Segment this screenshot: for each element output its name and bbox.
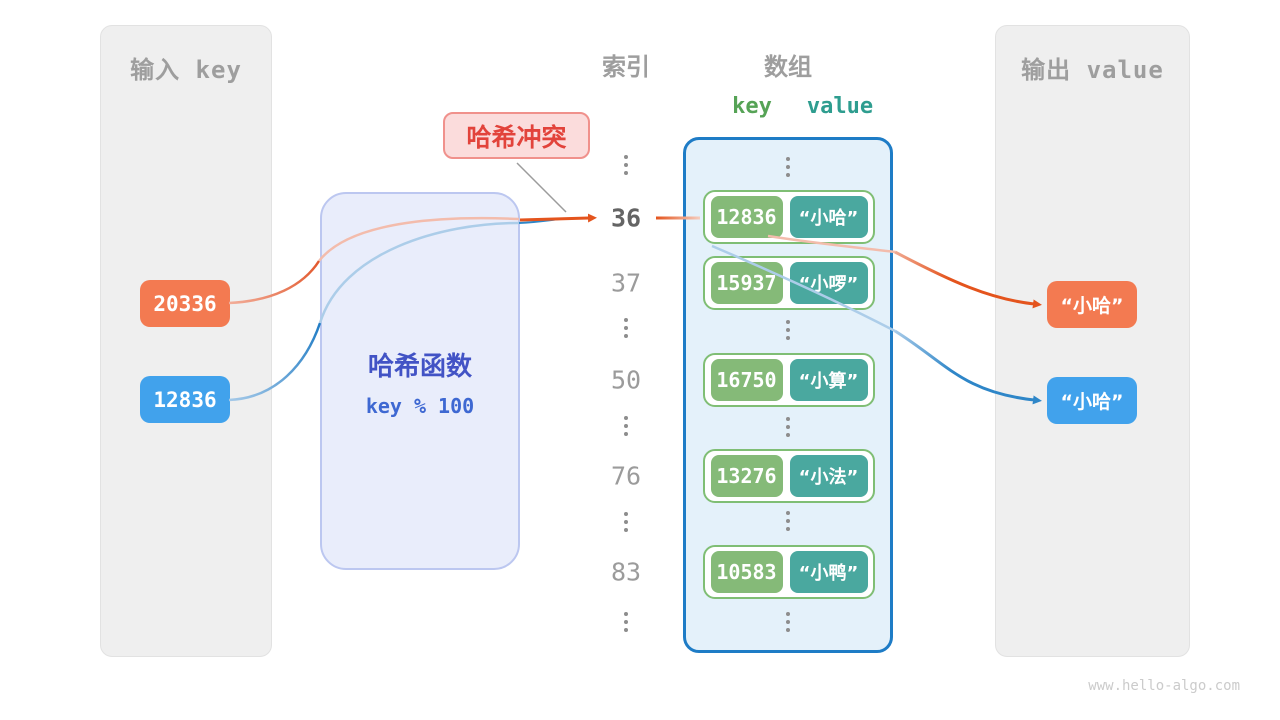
output-panel-title: 输出 value bbox=[1021, 56, 1164, 84]
ellipsis-dots bbox=[786, 417, 790, 437]
array-row-value: “小鸭” bbox=[789, 551, 868, 593]
input-key-box: 20336 bbox=[140, 280, 230, 327]
array-row-key: 15937 bbox=[710, 262, 783, 304]
output-value-box: “小哈” bbox=[1047, 377, 1137, 424]
watermark: www.hello-algo.com bbox=[1088, 678, 1240, 694]
array-row: 13276 “小法” bbox=[703, 449, 875, 503]
ellipsis-dots bbox=[624, 416, 628, 436]
array-key-header: key bbox=[732, 94, 772, 119]
array-row: 15937 “小啰” bbox=[703, 256, 875, 310]
input-key-panel: 输入 key bbox=[100, 25, 272, 657]
output-value-box: “小哈” bbox=[1047, 281, 1137, 328]
array-row-key: 13276 bbox=[710, 455, 783, 497]
collision-pointer-line bbox=[516, 162, 567, 213]
arrow-hash-to-index36 bbox=[519, 213, 597, 223]
input-key-box: 12836 bbox=[140, 376, 230, 423]
index-cell: 83 bbox=[610, 557, 642, 587]
array-row-key: 10583 bbox=[710, 551, 783, 593]
index-column-title: 索引 bbox=[602, 53, 650, 81]
output-value-panel: 输出 value bbox=[995, 25, 1190, 657]
array-row-key: 12836 bbox=[710, 196, 783, 238]
hash-collision-callout: 哈希冲突 bbox=[443, 112, 590, 159]
ellipsis-dots bbox=[786, 320, 790, 340]
ellipsis-dots bbox=[624, 155, 628, 175]
ellipsis-dots bbox=[786, 157, 790, 177]
ellipsis-dots bbox=[786, 511, 790, 531]
ellipsis-dots bbox=[624, 612, 628, 632]
array-row: 12836 “小哈” bbox=[703, 190, 875, 244]
array-row-value: “小算” bbox=[789, 359, 868, 401]
array-row: 16750 “小算” bbox=[703, 353, 875, 407]
index-cell: 37 bbox=[610, 268, 642, 298]
array-row-key: 16750 bbox=[710, 359, 783, 401]
index-cell: 50 bbox=[610, 365, 642, 395]
ellipsis-dots bbox=[624, 318, 628, 338]
index-cell: 76 bbox=[610, 461, 642, 491]
ellipsis-dots bbox=[786, 612, 790, 632]
array-value-header: value bbox=[806, 94, 874, 119]
ellipsis-dots bbox=[624, 512, 628, 532]
array-column-title: 数组 bbox=[764, 53, 812, 81]
curve-blue-merge bbox=[518, 218, 561, 224]
array-row-value: “小哈” bbox=[789, 196, 868, 238]
array-row: 10583 “小鸭” bbox=[703, 545, 875, 599]
hash-function-title: 哈希函数 bbox=[367, 352, 472, 382]
array-row-value: “小法” bbox=[789, 455, 868, 497]
input-panel-title: 输入 key bbox=[130, 56, 242, 84]
index-cell-highlighted: 36 bbox=[610, 203, 642, 233]
hash-function-formula: key % 100 bbox=[365, 394, 475, 418]
array-row-value: “小啰” bbox=[789, 262, 868, 304]
hash-function-box: 哈希函数 key % 100 bbox=[320, 192, 520, 570]
